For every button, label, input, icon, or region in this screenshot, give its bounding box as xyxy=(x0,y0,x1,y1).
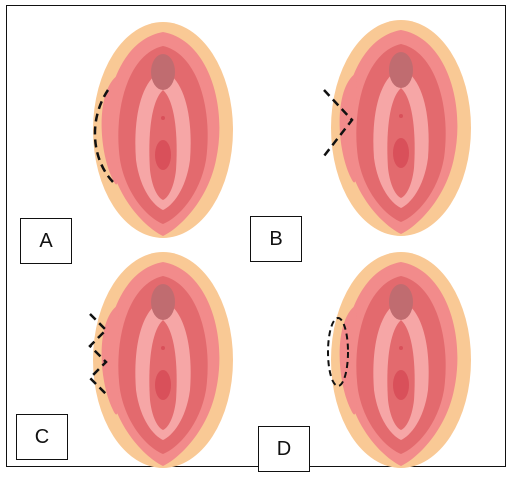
vulva-c-graphic xyxy=(68,240,258,480)
clitoral-hood xyxy=(389,52,413,88)
urethral-opening xyxy=(399,114,403,118)
vulva-a-graphic xyxy=(68,10,258,250)
clitoral-hood xyxy=(389,284,413,320)
urethral-opening xyxy=(399,346,403,350)
vulva-b-graphic xyxy=(306,8,496,248)
vaginal-opening xyxy=(155,370,171,400)
vaginal-opening xyxy=(393,138,409,168)
panel-label-d: D xyxy=(258,426,310,472)
panel-label-c: C xyxy=(16,414,68,460)
panel-label-a: A xyxy=(20,218,72,264)
vaginal-opening xyxy=(393,370,409,400)
panel-d-illustration xyxy=(306,240,496,480)
panel-a-illustration xyxy=(68,10,258,250)
panel-c-illustration xyxy=(68,240,258,480)
urethral-opening xyxy=(161,116,165,120)
urethral-opening xyxy=(161,346,165,350)
vaginal-opening xyxy=(155,140,171,170)
clitoral-hood xyxy=(151,54,175,90)
clitoral-hood xyxy=(151,284,175,320)
vulva-d-graphic xyxy=(306,240,496,480)
panel-b-illustration xyxy=(306,8,496,248)
